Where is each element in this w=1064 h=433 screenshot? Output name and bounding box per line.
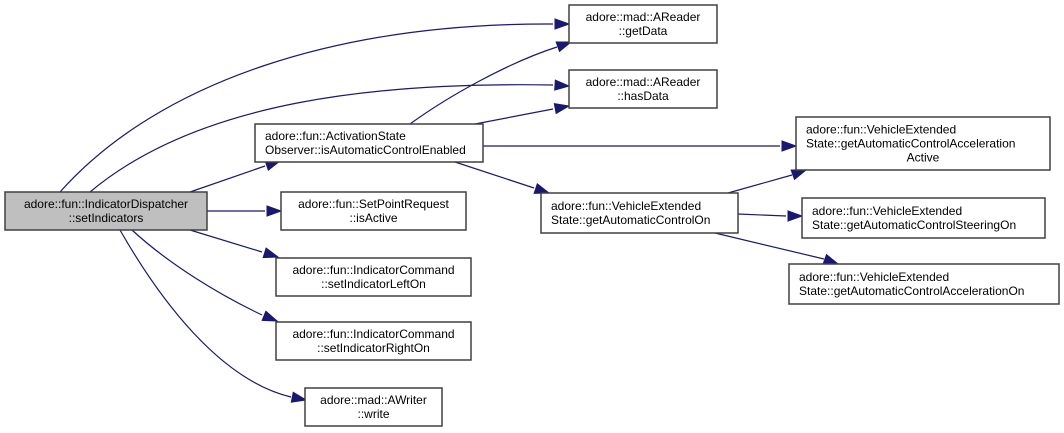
edge-getAutoOn-to-accelActive: [727, 169, 808, 194]
node-box[interactable]: [795, 116, 1051, 171]
edge-isAutoEnabled-to-accelActive: [483, 140, 798, 152]
node-accelOn[interactable]: adore::fun::VehicleExtendedState::getAut…: [788, 263, 1060, 305]
node-accelActive[interactable]: adore::fun::VehicleExtendedState::getAut…: [795, 116, 1051, 171]
edge-line: [59, 23, 554, 193]
node-box[interactable]: [4, 191, 208, 231]
arrowhead-icon: [553, 103, 571, 115]
node-label-line: adore::fun::SetPointRequest: [298, 197, 449, 211]
edge-isAutoEnabled-to-getData: [409, 41, 573, 125]
node-label-line: adore::fun::ActivationState: [265, 129, 406, 143]
nodes-layer: adore::fun::IndicatorDispatcher::setIndi…: [4, 4, 1060, 427]
arrowhead-icon: [555, 41, 573, 53]
edge-isAutoEnabled-to-getAutoOn: [454, 161, 551, 194]
node-label-line: ::isActive: [349, 211, 397, 225]
arrowhead-icon: [781, 140, 798, 152]
arrowhead-icon: [262, 247, 280, 259]
node-label-line: adore::fun::IndicatorCommand: [292, 263, 454, 277]
node-label-line: adore::mad::AReader: [586, 75, 701, 89]
arrowhead-icon: [533, 182, 551, 194]
edge-getAutoOn-to-steeringOn: [737, 210, 804, 222]
arrowhead-icon: [261, 310, 279, 322]
arrowhead-icon: [787, 210, 804, 222]
node-box[interactable]: [568, 69, 718, 109]
node-label-line: ::setIndicatorLeftOn: [321, 277, 426, 291]
edge-isAutoEnabled-to-hasData: [474, 103, 571, 125]
node-label-line: adore::fun::VehicleExtended: [551, 199, 701, 213]
node-label-line: adore::mad::AWriter: [320, 393, 427, 407]
node-label-line: Observer::isAutomaticControlEnabled: [265, 143, 466, 157]
edge-line: [409, 46, 558, 125]
node-rightOn[interactable]: adore::fun::IndicatorCommand::setIndicat…: [275, 321, 472, 361]
arrowhead-icon: [822, 253, 840, 265]
edge-line: [189, 229, 263, 253]
node-write[interactable]: adore::mad::AWriter::write: [304, 387, 443, 427]
edge-line: [189, 165, 266, 193]
node-label-line: Active: [907, 151, 940, 165]
node-box[interactable]: [540, 192, 739, 234]
node-root[interactable]: adore::fun::IndicatorDispatcher::setIndi…: [4, 191, 208, 231]
edge-line: [119, 229, 292, 398]
node-box[interactable]: [280, 191, 467, 231]
node-getData[interactable]: adore::mad::AReader::getData: [568, 4, 718, 44]
node-box[interactable]: [275, 257, 472, 297]
edge-root-to-leftOn: [189, 229, 280, 259]
arrowhead-icon: [554, 18, 571, 30]
edge-line: [474, 108, 554, 125]
node-getAutoOn[interactable]: adore::fun::VehicleExtendedState::getAut…: [540, 192, 739, 234]
node-box[interactable]: [254, 123, 484, 163]
node-label-line: ::write: [357, 407, 389, 421]
edge-line: [131, 229, 263, 316]
edge-line: [727, 174, 793, 194]
node-box[interactable]: [304, 387, 443, 427]
edge-root-to-rightOn: [131, 229, 279, 322]
node-label-line: ::getData: [619, 24, 668, 38]
edge-line: [454, 161, 535, 189]
node-box[interactable]: [275, 321, 472, 361]
node-isActive[interactable]: adore::fun::SetPointRequest::isActive: [280, 191, 467, 231]
edge-root-to-getData: [59, 18, 571, 193]
node-label-line: adore::fun::VehicleExtended: [806, 123, 956, 137]
node-hasData[interactable]: adore::mad::AReader::hasData: [568, 69, 718, 109]
node-isAutoEnabled[interactable]: adore::fun::ActivationStateObserver::isA…: [254, 123, 484, 163]
node-label-line: adore::fun::VehicleExtended: [799, 270, 949, 284]
node-label-line: adore::mad::AReader: [586, 10, 701, 24]
node-box[interactable]: [801, 197, 1046, 239]
edge-root-to-hasData: [89, 79, 571, 193]
node-label-line: State::getAutomaticControlSteeringOn: [812, 218, 1016, 232]
edge-line: [89, 84, 554, 193]
edge-getAutoOn-to-accelOn: [714, 232, 840, 265]
edge-line: [714, 232, 825, 260]
arrowhead-icon: [290, 391, 308, 403]
node-label-line: State::getAutomaticControlOn: [551, 213, 710, 227]
edge-root-to-isAutoEnabled: [189, 160, 282, 193]
node-label-line: State::getAutomaticControlAccelerationOn: [799, 284, 1024, 298]
node-label-line: adore::fun::IndicatorDispatcher: [24, 197, 188, 211]
node-box[interactable]: [788, 263, 1060, 305]
node-label-line: ::setIndicators: [69, 211, 144, 225]
node-label-line: ::setIndicatorRightOn: [317, 341, 430, 355]
node-label-line: adore::fun::IndicatorCommand: [292, 327, 454, 341]
node-label-line: adore::fun::VehicleExtended: [812, 204, 962, 218]
edge-line: [737, 213, 787, 217]
node-label-line: ::hasData: [617, 89, 669, 103]
edge-root-to-isActive: [207, 205, 283, 217]
edges-layer: [59, 18, 840, 403]
node-box[interactable]: [568, 4, 718, 44]
arrowhead-icon: [266, 205, 283, 217]
node-leftOn[interactable]: adore::fun::IndicatorCommand::setIndicat…: [275, 257, 472, 297]
arrowhead-icon: [554, 79, 571, 91]
edge-root-to-write: [119, 229, 308, 403]
arrowhead-icon: [790, 169, 808, 181]
node-label-line: State::getAutomaticControlAcceleration: [806, 137, 1015, 151]
node-steeringOn[interactable]: adore::fun::VehicleExtendedState::getAut…: [801, 197, 1046, 239]
